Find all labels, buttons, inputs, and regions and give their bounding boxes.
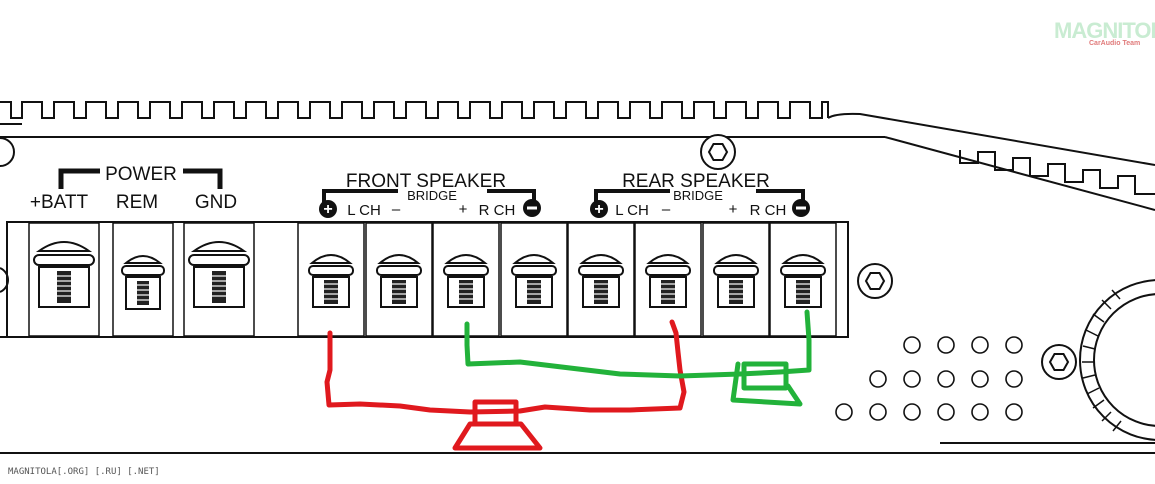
red-speaker-wiring bbox=[324, 319, 687, 451]
front-right-plus-terminal bbox=[432, 222, 500, 337]
front-bridge-label: BRIDGE bbox=[407, 188, 457, 203]
rear-lch-label: L CH bbox=[615, 202, 649, 219]
plus-circle-icon bbox=[590, 200, 608, 218]
minus-circle-icon-glyph bbox=[796, 206, 806, 210]
front-left-plus-terminal bbox=[297, 222, 365, 337]
power-title: POWER bbox=[105, 164, 177, 185]
watermark-footer: MAGNITOLA[.ORG] [.RU] [.NET] bbox=[8, 467, 160, 477]
front-minus-label: – bbox=[392, 201, 401, 218]
heatsink-fins bbox=[0, 101, 829, 119]
rem-label: REM bbox=[116, 192, 158, 213]
front-rch-label: R CH bbox=[479, 202, 516, 219]
red-wire bbox=[324, 319, 687, 415]
gnd-label: GND bbox=[195, 192, 237, 213]
amplifier-chassis bbox=[0, 101, 1155, 454]
watermark-logo: MAGNITOLA bbox=[1054, 18, 1155, 43]
front-speaker-title: FRONT SPEAKER bbox=[346, 171, 506, 192]
green-wire bbox=[464, 309, 812, 379]
chassis-bolt-icon bbox=[700, 134, 736, 170]
gnd-terminal bbox=[183, 222, 255, 337]
plus-circle-icon-glyph: + bbox=[594, 201, 603, 218]
rear-speaker-title: REAR SPEAKER bbox=[622, 171, 770, 192]
rear-left-plus-terminal bbox=[567, 222, 635, 337]
front-plus-label: + bbox=[459, 201, 468, 218]
chassis-bolt-icon bbox=[0, 137, 15, 167]
gain-knob bbox=[1079, 279, 1155, 441]
chassis-bolt-icon bbox=[857, 263, 893, 299]
vent-holes bbox=[835, 336, 1023, 421]
rear-plus-label: + bbox=[729, 201, 738, 218]
rem-terminal bbox=[112, 222, 174, 337]
green-speaker-icon bbox=[730, 361, 803, 407]
power-label-group: POWER +BATT REM GND bbox=[30, 164, 237, 213]
minus-circle-icon-glyph bbox=[527, 206, 537, 210]
red-speaker-icon bbox=[452, 399, 543, 451]
side-fins bbox=[959, 150, 1155, 195]
batt-label: +BATT bbox=[30, 192, 89, 213]
plus-circle-icon-glyph: + bbox=[323, 201, 332, 218]
rear-bridge-label: BRIDGE bbox=[673, 188, 723, 203]
front-lch-label: L CH bbox=[347, 202, 381, 219]
watermark-subtitle: CarAudio Team bbox=[1089, 40, 1141, 47]
rear-right-minus-terminal bbox=[769, 222, 837, 337]
rear-left-minus-terminal bbox=[634, 222, 702, 337]
batt-terminal bbox=[28, 222, 100, 337]
green-speaker-wiring bbox=[464, 309, 812, 407]
rear-right-plus-terminal bbox=[702, 222, 770, 337]
front-speaker-label-group: FRONT SPEAKER BRIDGE + L CH – + R CH bbox=[319, 171, 541, 219]
rear-rch-label: R CH bbox=[750, 202, 787, 219]
rear-speaker-label-group: REAR SPEAKER BRIDGE + L CH – + R CH bbox=[590, 171, 810, 219]
chassis-bolt-icon bbox=[1041, 344, 1077, 380]
plus-circle-icon bbox=[319, 200, 337, 218]
front-left-minus-terminal bbox=[365, 222, 433, 337]
terminal-block bbox=[6, 221, 849, 338]
front-right-minus-terminal bbox=[500, 222, 568, 337]
rear-minus-label: – bbox=[662, 201, 671, 218]
